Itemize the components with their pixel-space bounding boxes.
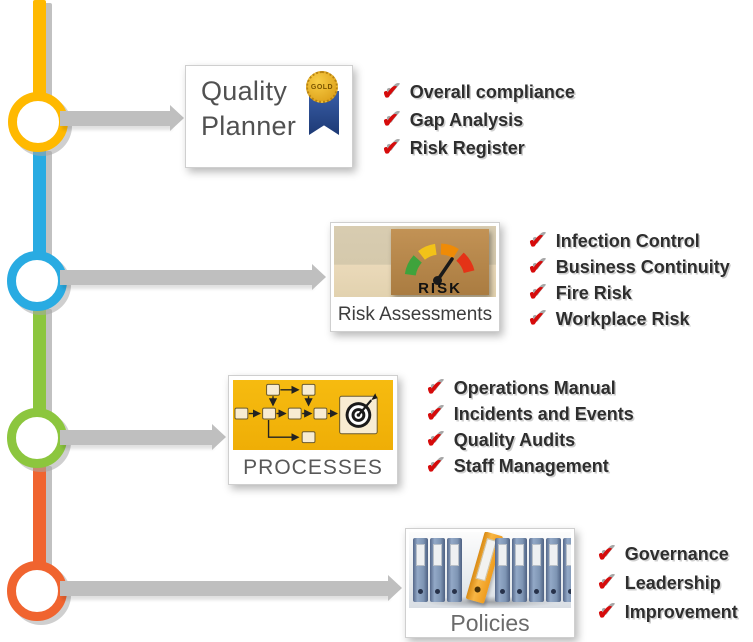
- checklist-item: ✔ Improvement: [597, 602, 738, 623]
- checklist-item: ✔ Staff Management: [426, 456, 634, 477]
- checklist-item-label: Governance: [624, 544, 729, 564]
- checklist-item-label: Workplace Risk: [555, 309, 690, 329]
- binder-icon: [546, 538, 561, 602]
- flowchart-icon: [234, 383, 378, 444]
- checkmark-icon: ✔: [382, 81, 399, 104]
- risk-assessments-caption: Risk Assessments: [334, 300, 496, 330]
- timeline-segment-blue: [33, 148, 46, 258]
- checklist-item-label: Fire Risk: [555, 283, 632, 303]
- policies-checklist: ✔ Governance ✔ Leadership ✔ Improvement: [597, 544, 738, 623]
- checkmark-icon: ✔: [382, 109, 399, 132]
- checklist-item: ✔ Business Continuity: [528, 257, 730, 278]
- checklist-item-label: Staff Management: [453, 456, 609, 476]
- processes-checklist: ✔ Operations Manual ✔ Incidents and Even…: [426, 378, 634, 477]
- binder-icon: [430, 538, 445, 602]
- policies-card: Policies: [405, 528, 575, 638]
- checklist-item: ✔ Overall compliance: [382, 82, 575, 103]
- checklist-item-label: Quality Audits: [453, 430, 576, 450]
- checkmark-icon: ✔: [528, 256, 545, 279]
- checklist-item: ✔ Leadership: [597, 573, 738, 594]
- quality-planner-title: Quality Planner: [186, 66, 352, 143]
- binder-icon: [563, 538, 571, 602]
- process-flowchart-photo: [233, 380, 393, 450]
- binder-icon: [512, 538, 527, 602]
- arrow-to-quality-planner: [60, 105, 184, 131]
- checklist-item-label: Improvement: [624, 602, 738, 622]
- quality-planner-card: Quality Planner GOLD: [185, 65, 353, 168]
- timeline-segment-orange: [33, 463, 46, 567]
- binder-icon: [529, 538, 544, 602]
- checklist-item-label: Infection Control: [555, 231, 700, 251]
- binders-photo: [409, 532, 571, 608]
- binder-icon: [413, 538, 428, 602]
- processes-caption: PROCESSES: [233, 454, 393, 482]
- checklist-item-label: Overall compliance: [409, 82, 575, 102]
- checklist-item-label: Risk Register: [409, 138, 525, 158]
- timeline-node-quality-planner: [8, 92, 68, 152]
- risk-assessments-card: RISK Risk Assessments: [330, 222, 500, 332]
- checklist-item: ✔ Operations Manual: [426, 378, 634, 399]
- checklist-item-label: Gap Analysis: [409, 110, 524, 130]
- processes-card: PROCESSES: [228, 375, 398, 485]
- checkmark-icon: ✔: [426, 429, 443, 452]
- timeline-node-risk-assessments: [7, 251, 67, 311]
- checklist-item: ✔ Infection Control: [528, 231, 730, 252]
- checkmark-icon: ✔: [382, 137, 399, 160]
- binder-icon: [495, 538, 510, 602]
- medal-coin-icon: GOLD: [306, 71, 338, 103]
- quality-planner-checklist: ✔ Overall compliance ✔ Gap Analysis ✔ Ri…: [382, 82, 575, 159]
- checklist-item-label: Leadership: [624, 573, 721, 593]
- checklist-item-label: Business Continuity: [555, 257, 730, 277]
- checklist-item: ✔ Governance: [597, 544, 738, 565]
- checkmark-icon: ✔: [597, 543, 614, 566]
- checklist-item-label: Incidents and Events: [453, 404, 634, 424]
- checklist-item: ✔ Gap Analysis: [382, 110, 575, 131]
- policies-caption: Policies: [409, 610, 571, 636]
- checkmark-icon: ✔: [528, 308, 545, 331]
- binder-icon: [447, 538, 462, 602]
- checklist-item: ✔ Fire Risk: [528, 283, 730, 304]
- timeline-node-processes: [7, 408, 67, 468]
- checklist-item-label: Operations Manual: [453, 378, 616, 398]
- risk-gauge-photo: RISK: [334, 226, 496, 297]
- checkmark-icon: ✔: [528, 230, 545, 253]
- timeline-segment-yellow: [33, 0, 46, 100]
- timeline-segment-green: [33, 306, 46, 416]
- checkmark-icon: ✔: [426, 377, 443, 400]
- checklist-item: ✔ Workplace Risk: [528, 309, 730, 330]
- arrow-to-risk-assessments: [60, 264, 326, 290]
- checkmark-icon: ✔: [426, 403, 443, 426]
- wooden-block: RISK: [391, 229, 489, 297]
- risk-gauge-icon: RISK: [404, 243, 475, 297]
- checklist-item: ✔ Quality Audits: [426, 430, 634, 451]
- gold-medal-icon: GOLD: [305, 71, 343, 137]
- quality-planner-title-line1: Quality: [201, 76, 288, 106]
- target-dartboard-icon: [345, 393, 378, 428]
- checkmark-icon: ✔: [597, 572, 614, 595]
- timeline-node-policies: [7, 561, 67, 621]
- risk-assessments-checklist: ✔ Infection Control ✔ Business Continuit…: [528, 231, 730, 330]
- arrow-to-policies: [60, 575, 402, 601]
- checklist-item: ✔ Risk Register: [382, 138, 575, 159]
- checklist-item: ✔ Incidents and Events: [426, 404, 634, 425]
- quality-planner-title-line2: Planner: [201, 110, 297, 141]
- checkmark-icon: ✔: [528, 282, 545, 305]
- checkmark-icon: ✔: [597, 601, 614, 624]
- risk-gauge-label: RISK: [418, 280, 462, 295]
- arrow-to-processes: [60, 424, 226, 450]
- checkmark-icon: ✔: [426, 455, 443, 478]
